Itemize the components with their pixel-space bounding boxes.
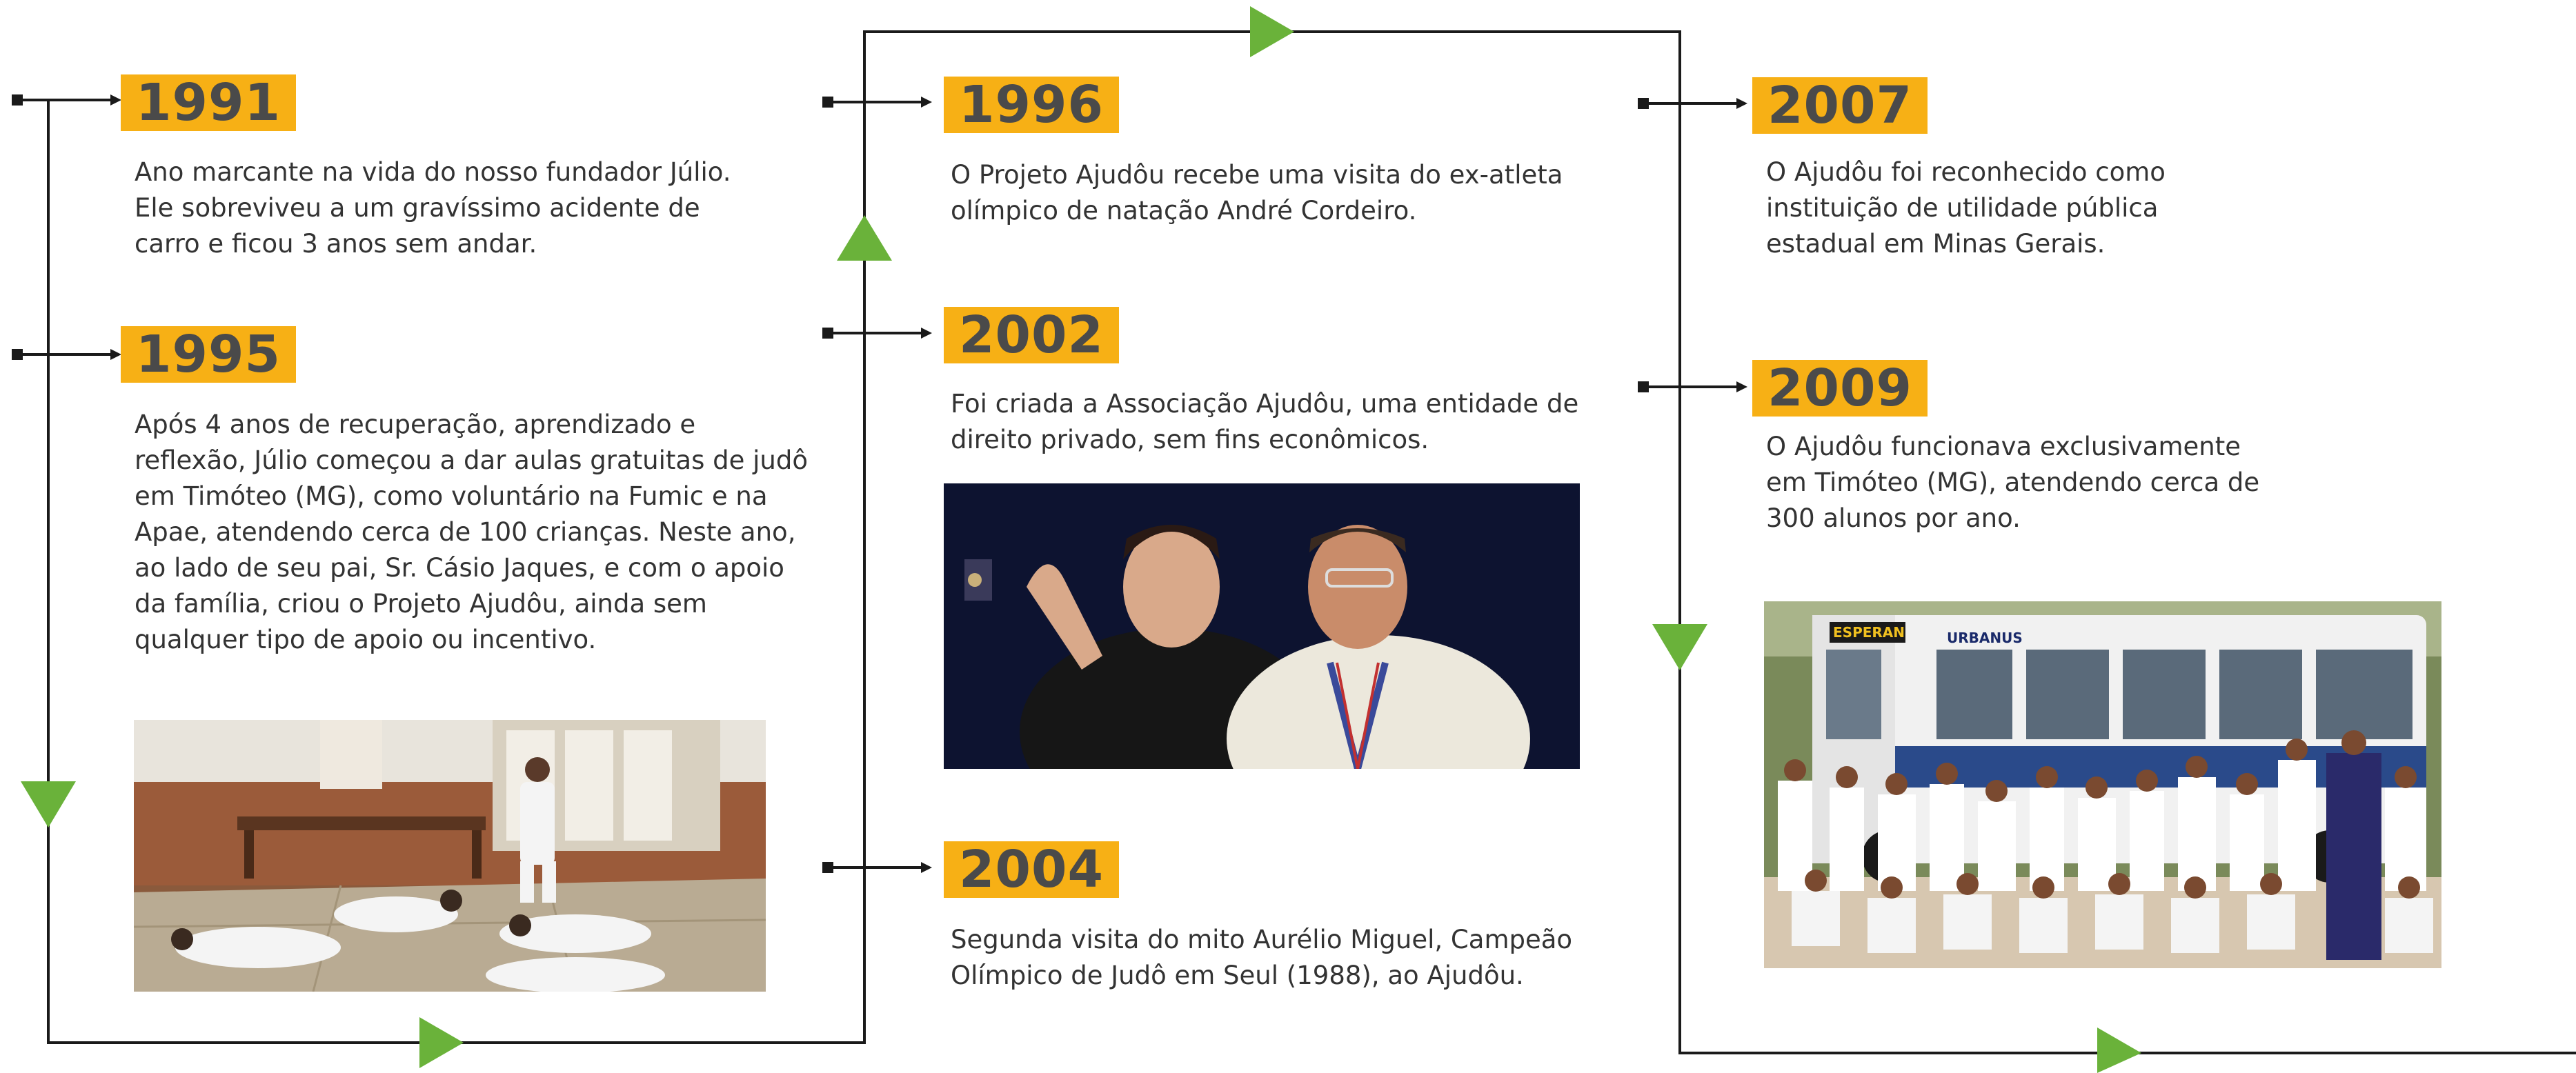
year-badge-2004: 2004 bbox=[944, 841, 1119, 898]
event-text-1995: Após 4 anos de recuperação, aprendizado … bbox=[135, 410, 808, 654]
arrow-right-icon bbox=[419, 1017, 464, 1068]
year-badge-2007: 2007 bbox=[1752, 77, 1928, 134]
arrow-right-icon bbox=[1250, 6, 1294, 57]
year-badge-2002: 2002 bbox=[944, 307, 1119, 363]
bus-group-photo: ESPERAN URBANUS bbox=[1764, 601, 2441, 968]
branch-arrowhead-1991 bbox=[110, 94, 121, 106]
branch-start-1991 bbox=[12, 94, 23, 106]
event-text-2004: Segunda visita do mito Aurélio Miguel, C… bbox=[951, 925, 1573, 990]
arrow-up-icon bbox=[837, 215, 892, 261]
branch-arrowhead-2002 bbox=[921, 328, 932, 339]
branch-arrowhead-1995 bbox=[110, 349, 121, 360]
event-text-1991: Ano marcante na vida do nosso fundador J… bbox=[135, 157, 731, 259]
branch-start-1995 bbox=[12, 349, 23, 360]
branch-start-2009 bbox=[1638, 381, 1649, 392]
branch-arrowhead-1996 bbox=[921, 97, 932, 108]
arrow-down-icon bbox=[21, 781, 76, 828]
judo-class-photo bbox=[134, 720, 766, 992]
bus-sign-text: ESPERAN bbox=[1833, 624, 1905, 641]
event-text-2009: O Ajudôu funcionava exclusivamente em Ti… bbox=[1766, 432, 2260, 533]
branch-arrowhead-2009 bbox=[1736, 381, 1747, 392]
event-text-2002: Foi criada a Associação Ajudôu, uma enti… bbox=[951, 389, 1579, 454]
branch-start-2007 bbox=[1638, 98, 1649, 109]
year-badge-1996: 1996 bbox=[944, 77, 1119, 133]
branch-arrowhead-2004 bbox=[921, 862, 932, 873]
arrow-right-icon bbox=[2097, 1027, 2141, 1073]
event-text-2007: O Ajudôu foi reconhecido como instituiçã… bbox=[1766, 157, 2166, 259]
branch-start-2002 bbox=[822, 328, 833, 339]
branch-start-2004 bbox=[822, 862, 833, 873]
branch-start-1996 bbox=[822, 97, 833, 108]
branch-arrowhead-2007 bbox=[1736, 98, 1747, 109]
bus-brand-text: URBANUS bbox=[1947, 630, 2023, 646]
arrow-down-icon bbox=[1652, 624, 1707, 670]
event-text-1996: O Projeto Ajudôu recebe uma visita do ex… bbox=[951, 160, 1563, 225]
visit-photo bbox=[944, 483, 1580, 769]
year-badge-2009: 2009 bbox=[1752, 360, 1928, 417]
timeline-path-column-1 bbox=[47, 30, 2576, 1054]
year-badge-1995: 1995 bbox=[121, 326, 296, 383]
year-badge-1991: 1991 bbox=[121, 74, 296, 131]
